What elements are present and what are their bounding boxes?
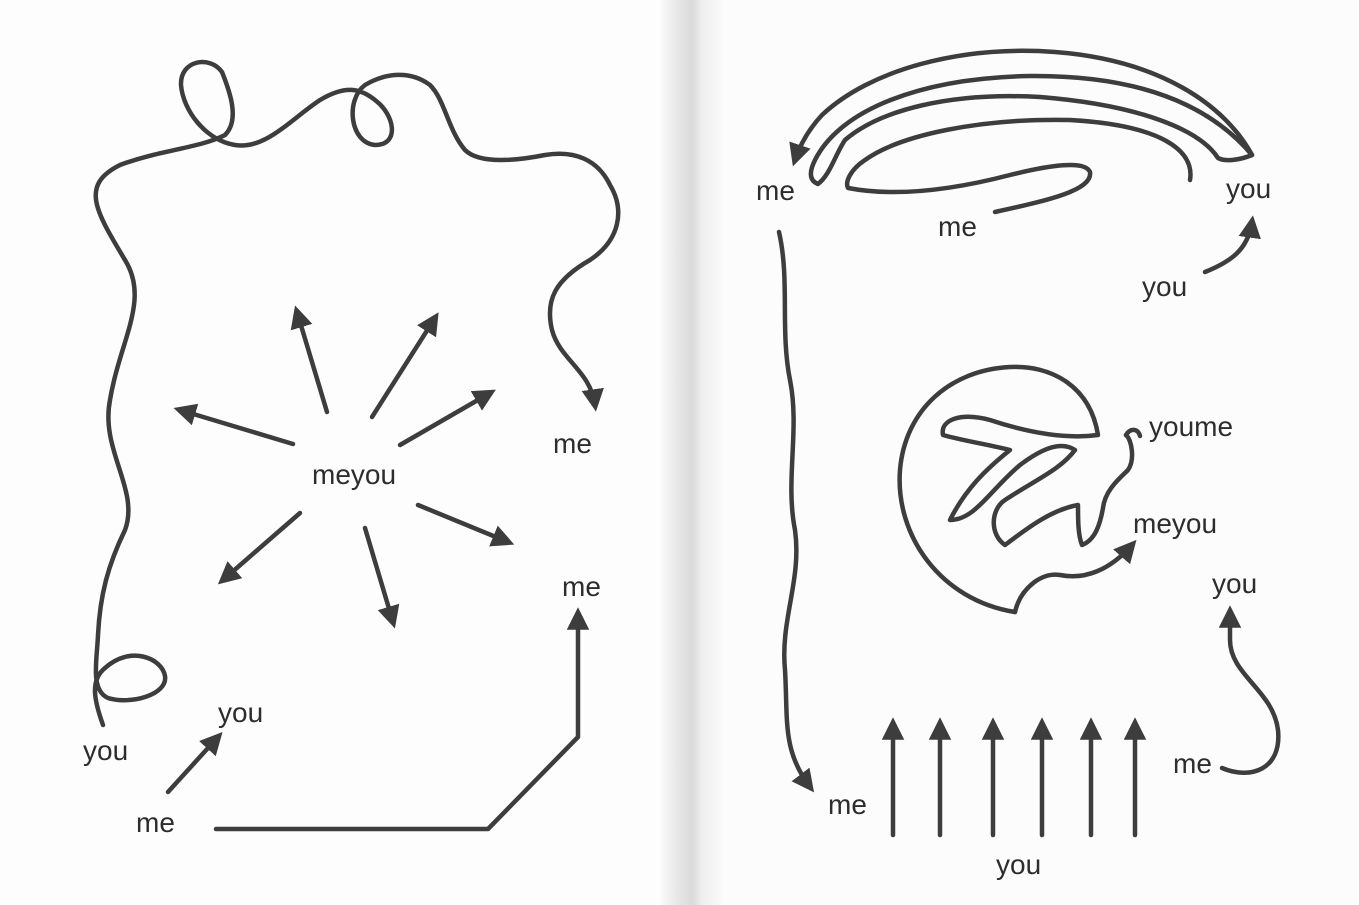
wandering-path (92, 59, 621, 728)
label-you: you (218, 697, 263, 728)
label-you: you (1226, 173, 1271, 204)
label-me: me (756, 175, 795, 206)
right-diagram: me me you you youme meyou you me me you (756, 48, 1281, 880)
youme-hook (1123, 427, 1143, 439)
you-curve-arrow (1202, 215, 1261, 275)
me-to-you-curve (1218, 605, 1281, 775)
label-me: me (136, 807, 175, 838)
radial-arrow (397, 389, 496, 448)
label-you: you (996, 849, 1041, 880)
radial-arrow (173, 403, 296, 447)
left-diagram: meyou me me you you me (83, 59, 621, 838)
radial-arrow (290, 305, 330, 415)
elbow-arrow (213, 607, 590, 832)
label-me: me (938, 211, 977, 242)
label-me: me (1173, 748, 1212, 779)
label-you: you (1212, 568, 1257, 599)
spiral-shape (897, 364, 1135, 615)
label-me: me (828, 789, 867, 820)
arc-path (789, 48, 1255, 167)
label-meyou: meyou (1133, 508, 1217, 539)
radial-arrow (217, 510, 303, 585)
radial-arrow (369, 312, 439, 420)
label-you: you (83, 735, 128, 766)
label-meyou: meyou (312, 459, 396, 490)
label-me: me (562, 571, 601, 602)
book-gutter (660, 0, 732, 905)
label-you: you (1142, 271, 1187, 302)
wavy-down-path (776, 229, 815, 793)
me-to-you-arrow (165, 732, 223, 795)
spiral-tail-arrow (1012, 539, 1137, 615)
radial-arrow (362, 525, 400, 629)
inner-loop (845, 117, 1193, 215)
label-me: me (553, 428, 592, 459)
radial-arrow (415, 502, 515, 547)
band-shape (808, 73, 1255, 187)
label-youme: youme (1149, 411, 1233, 442)
